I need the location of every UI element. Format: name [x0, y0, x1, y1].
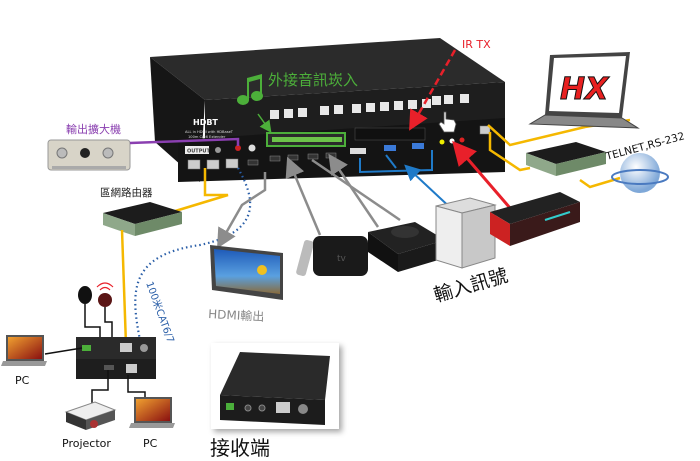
game-console: [368, 222, 445, 272]
model-text-1: ALL in HDMI with HDBaseT: [185, 130, 234, 134]
internet-globe-icon: [611, 153, 669, 193]
audio-embed-label: 外接音訊崁入: [268, 71, 358, 89]
blu-ray-player: [490, 192, 580, 246]
pc-bottom-label: PC: [143, 437, 158, 450]
lan-line-to-receiver: [120, 229, 128, 346]
lan-router: [103, 202, 182, 236]
hdmi-out-label: HDMI輸出: [208, 306, 265, 324]
cable-label: 100米CAT6/7: [143, 280, 177, 345]
ir-tx-label: IR TX: [462, 38, 491, 51]
pc-left-laptop: [1, 335, 47, 366]
lan-router-label: 區網路由器: [100, 186, 153, 199]
pc-left-label: PC: [15, 374, 30, 387]
model-text-2: 100m Cat6 Extender: [188, 135, 226, 139]
pc-bottom-laptop: [129, 397, 175, 428]
amplifier-label: 輸出擴大機: [66, 122, 121, 136]
apple-tv-logo: tv: [337, 254, 347, 264]
rj45-ports: [187, 125, 491, 170]
hdmi-output-tv: [210, 245, 283, 300]
control-laptop: HX: [528, 52, 640, 129]
hx-logo: HX: [560, 72, 610, 107]
hdbaset-receiver-unit: [76, 337, 156, 379]
hand-cursor-icon: [438, 111, 457, 133]
hdbaset-matrix-switcher: HDBT ALL in HDMI with HDBaseT 100m Cat6 …: [150, 38, 505, 182]
music-note-icon: [237, 74, 263, 105]
brand-logo: HDBT: [193, 118, 218, 127]
output-label: OUTPUT: [187, 149, 210, 155]
projector-label: Projector: [62, 437, 111, 450]
receiver-photo: [211, 343, 339, 429]
input-signal-label: 輸入訊號: [431, 265, 510, 307]
apple-tv: tv: [296, 236, 368, 277]
ir-tx-line: [409, 49, 457, 131]
pc-tower: [435, 197, 497, 269]
ir-sensor-devices: [78, 282, 114, 340]
network-router-right: [526, 142, 606, 176]
receiver-label: 接收端: [210, 436, 270, 460]
projector: [64, 401, 117, 430]
audio-out-line: [129, 137, 240, 146]
output-tag: [185, 146, 209, 154]
amplifier: [47, 139, 131, 171]
front-panel-buttons: [270, 94, 469, 119]
